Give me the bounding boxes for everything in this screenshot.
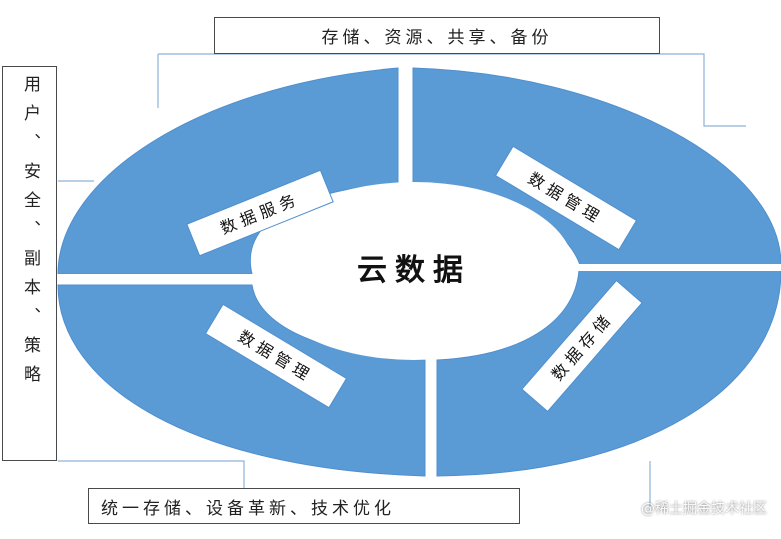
top-description-box: 存储、资源、共享、备份 <box>214 17 660 54</box>
bottom-description-box: 统一存储、设备革新、技术优化 <box>88 488 520 524</box>
segment-label-box <box>204 303 348 409</box>
sector-bottom-right <box>436 269 781 477</box>
left-description-text: 用户、安全、副本、策略 <box>20 75 40 394</box>
segment-label-box <box>494 145 638 251</box>
separator-bottom <box>426 357 436 481</box>
center-label: 云数据 <box>357 253 471 288</box>
center-circle <box>253 182 575 360</box>
segment-label-box <box>186 169 334 257</box>
left-description-box: 用户、安全、副本、策略 <box>2 66 57 461</box>
top-description-text: 存储、资源、共享、备份 <box>321 28 553 48</box>
segment-label-box <box>521 279 643 413</box>
connector-lines <box>58 53 746 512</box>
bottom-description-text: 统一存储、设备革新、技术优化 <box>101 498 395 519</box>
separator-top <box>400 63 412 186</box>
separators <box>56 63 781 481</box>
separator-left <box>56 274 254 284</box>
connector-bottom-left <box>58 460 245 489</box>
separator-right <box>576 264 781 271</box>
connector-top-right <box>158 53 746 127</box>
sector-bottom-left <box>57 284 426 477</box>
watermark: @稀土掘金技术社区 <box>641 501 767 517</box>
segment-label-group-1: 数据服务 <box>186 169 334 257</box>
outer-ring <box>57 67 781 477</box>
